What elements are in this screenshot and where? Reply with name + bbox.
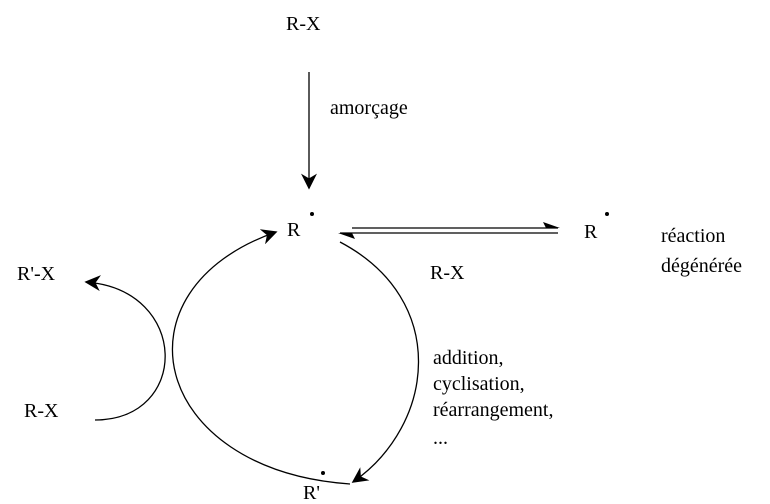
radical-center-dot bbox=[310, 212, 314, 216]
radical-right-dot bbox=[605, 212, 609, 216]
propagation-arc-right bbox=[339, 241, 419, 483]
equilibrium-forward-barb bbox=[543, 222, 560, 228]
radical-right-label: R bbox=[584, 221, 598, 243]
process-line1: addition, bbox=[433, 347, 504, 369]
radical-bottom-label: R' bbox=[303, 482, 320, 504]
degenerate-label-line1: réaction bbox=[661, 225, 726, 247]
product-left-label: R'-X bbox=[17, 263, 56, 285]
initiation-label: amorçage bbox=[330, 97, 408, 119]
process-line2: cyclisation, bbox=[433, 373, 525, 395]
atom-transfer-arc bbox=[84, 275, 166, 421]
degenerate-label-line2: dégénérée bbox=[661, 255, 743, 277]
process-line4: ... bbox=[433, 427, 448, 449]
reagent-top-label: R-X bbox=[286, 13, 321, 35]
reagent-left-label: R-X bbox=[24, 400, 59, 422]
equilibrium-reverse-barb bbox=[338, 233, 355, 239]
transfer-arc-left bbox=[171, 229, 351, 485]
process-line3: réarrangement, bbox=[433, 399, 554, 421]
radical-center-label: R bbox=[287, 219, 301, 241]
degenerate-reagent-label: R-X bbox=[430, 262, 465, 284]
radical-bottom-dot bbox=[321, 471, 325, 475]
